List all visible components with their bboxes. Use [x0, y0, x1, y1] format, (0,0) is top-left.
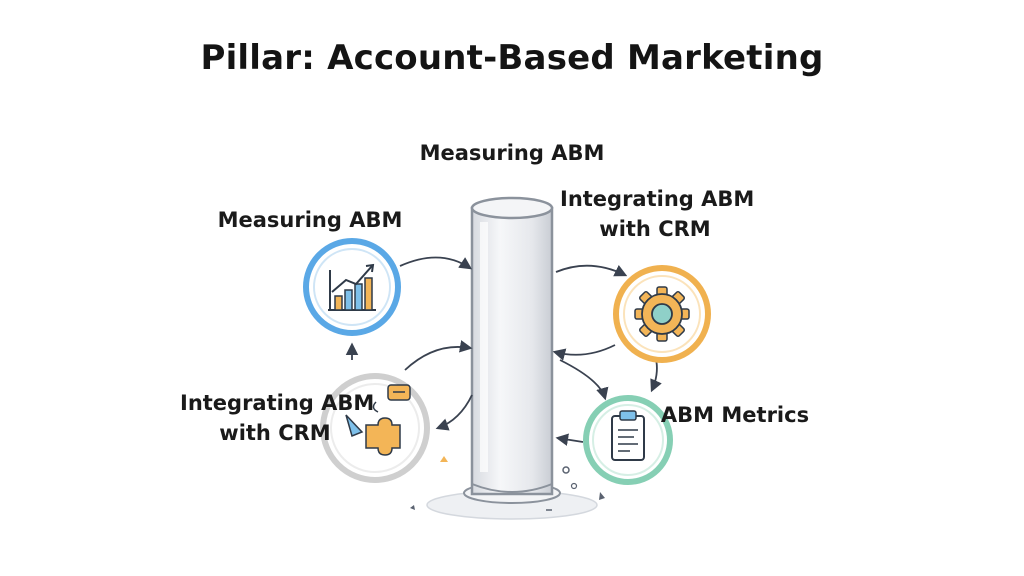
node-crm-integration — [613, 265, 711, 363]
gear-icon — [634, 286, 690, 342]
arrow-crm-to-pillar — [552, 344, 616, 361]
decorative-sparkles — [410, 456, 605, 511]
arrow-metrics-to-pillar — [555, 433, 584, 446]
label-bottom-right: ABM Metrics — [660, 403, 810, 427]
bar-chart-icon — [328, 263, 376, 311]
pillar — [470, 196, 554, 496]
label-top-right: Integrating ABM with CRM — [560, 184, 755, 244]
label-bottom-left: Integrating ABM with CRM — [180, 388, 375, 448]
label-top-left: Measuring ABM — [217, 208, 403, 232]
node-measuring — [303, 238, 401, 336]
clipboard-icon — [611, 410, 645, 461]
arrow-pillar-to-integrating — [435, 394, 473, 431]
label-top-right-line2: with CRM — [599, 217, 711, 241]
diagram-title: Pillar: Account-Based Marketing — [200, 38, 824, 78]
label-bottom-left-line2: with CRM — [219, 421, 331, 445]
node-integrating — [320, 373, 430, 483]
label-bottom-left-line1: Integrating ABM — [180, 391, 375, 415]
arrow-pillar-to-crm — [555, 264, 628, 277]
puzzle-icon — [345, 384, 411, 456]
arrow-measuring-to-pillar — [399, 256, 473, 270]
arrow-pillar-to-metrics — [559, 359, 609, 401]
label-top: Measuring ABM — [419, 141, 605, 165]
label-top-right-line1: Integrating ABM — [560, 187, 755, 211]
arrow-integrating-to-pillar — [404, 340, 473, 371]
node-metrics — [583, 395, 673, 485]
